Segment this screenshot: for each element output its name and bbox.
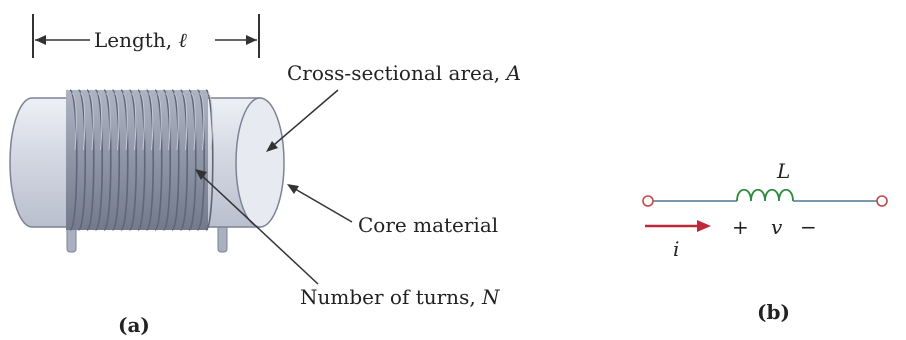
turns-pointer — [197, 171, 319, 285]
panel-b: L i + v − (b) — [642, 159, 888, 324]
winding-turn — [188, 89, 197, 231]
winding-turn — [86, 89, 95, 231]
minus-sign: − — [800, 215, 817, 239]
winding-highlight — [139, 92, 145, 151]
length-dimension: Length, ℓ — [32, 14, 260, 58]
winding-turn — [171, 89, 180, 231]
winding-highlight — [114, 92, 120, 151]
winding-highlight — [173, 92, 179, 151]
area-pointer-head — [266, 141, 278, 152]
inductor-symbol-label: L — [776, 159, 790, 183]
winding-turn — [111, 89, 121, 231]
caption-b: (b) — [757, 300, 790, 324]
winding-highlight — [148, 92, 154, 151]
area-label: Cross-sectional area, A — [287, 61, 521, 85]
winding-highlight — [71, 92, 77, 151]
current-arrowhead — [697, 220, 711, 232]
winding-highlight — [182, 92, 188, 151]
length-left-arrowhead — [35, 35, 46, 45]
plus-sign: + — [732, 215, 749, 239]
winding-highlight — [88, 92, 94, 151]
length-label: Length, ℓ — [94, 28, 187, 52]
winding-highlight — [122, 92, 128, 151]
right-terminal — [876, 195, 888, 207]
winding-turn — [77, 89, 87, 231]
winding-highlight — [199, 92, 205, 151]
winding-highlight — [207, 92, 213, 151]
winding-turn — [69, 89, 78, 231]
panel-a: Length, ℓ Cross-sectional area, A Core m… — [9, 14, 521, 337]
winding-turn — [120, 89, 129, 231]
core-end-face — [235, 97, 285, 228]
core-pointer — [289, 185, 353, 223]
winding-turn — [196, 89, 206, 231]
core-label: Core material — [358, 213, 498, 237]
caption-a: (a) — [118, 313, 150, 337]
winding-turn — [162, 89, 172, 231]
winding-turn — [128, 89, 138, 231]
winding-turn — [103, 89, 112, 231]
winding-turn — [137, 89, 146, 231]
winding-highlight — [105, 92, 111, 151]
winding-highlight — [190, 92, 196, 151]
winding-turn — [94, 89, 104, 231]
current-symbol: i — [673, 237, 679, 261]
turns-label: Number of turns, N — [300, 285, 501, 309]
winding-highlight — [97, 92, 103, 151]
winding-turn — [145, 89, 155, 231]
turns-pointer-head — [195, 169, 207, 180]
winding-highlight — [156, 92, 162, 151]
winding-turn — [154, 89, 163, 231]
winding-turn — [205, 89, 214, 231]
winding-highlight — [131, 92, 137, 151]
core-pointer-head — [287, 184, 299, 194]
left-terminal — [642, 195, 654, 207]
voltage-symbol: v — [771, 215, 783, 239]
length-right-arrowhead — [246, 35, 257, 45]
inductor-coil — [736, 188, 794, 202]
winding-turn — [179, 89, 189, 231]
winding-highlight — [80, 92, 86, 151]
windings — [66, 89, 214, 231]
winding-highlight — [165, 92, 171, 151]
area-pointer — [267, 89, 339, 151]
